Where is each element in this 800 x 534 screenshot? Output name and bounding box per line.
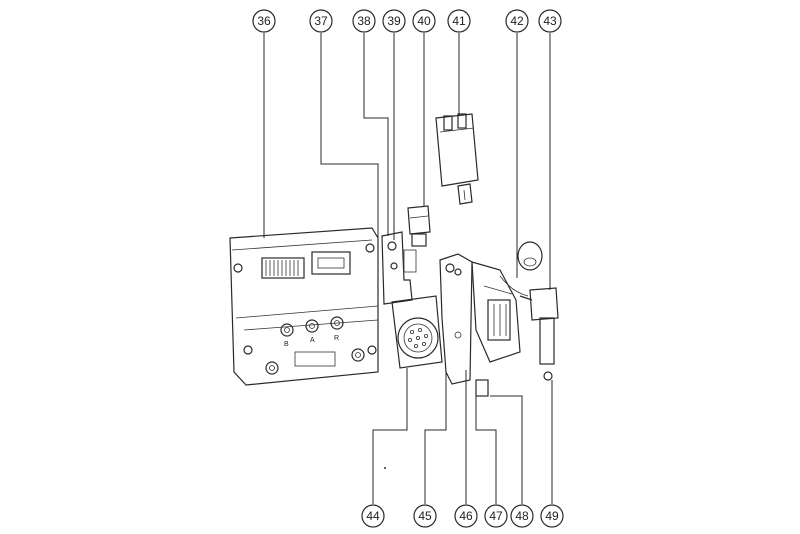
- part-41-contactor: [435, 113, 479, 205]
- svg-text:41: 41: [452, 14, 466, 28]
- part-42-knob: [517, 241, 543, 271]
- callout-44: 44: [361, 504, 385, 528]
- svg-text:36: 36: [257, 14, 271, 28]
- svg-text:43: 43: [543, 14, 557, 28]
- callout-48: 48: [510, 504, 534, 528]
- terminal-label-r: R: [334, 335, 339, 342]
- part-44-round-connector: [391, 295, 443, 369]
- callout-39: 39: [382, 9, 406, 33]
- part-40-relay: [407, 205, 431, 247]
- callout-42: 42: [505, 9, 529, 33]
- svg-text:39: 39: [387, 14, 401, 28]
- part-39-mounting-bracket: [381, 231, 417, 305]
- callout-38: 38: [352, 9, 376, 33]
- callout-47: 47: [484, 504, 508, 528]
- svg-text:37: 37: [314, 14, 328, 28]
- callout-36: 36: [252, 9, 276, 33]
- svg-text:44: 44: [366, 509, 380, 523]
- part-36-motor-controller: B A R: [229, 227, 379, 386]
- svg-text:48: 48: [515, 509, 529, 523]
- terminal-label-a: A: [310, 337, 315, 344]
- part-47-switch-assembly: [471, 261, 521, 397]
- callout-43: 43: [538, 9, 562, 33]
- svg-text:46: 46: [459, 509, 473, 523]
- callout-46: 46: [454, 504, 478, 528]
- svg-text:42: 42: [510, 14, 524, 28]
- callout-41: 41: [447, 9, 471, 33]
- callout-40: 40: [412, 9, 436, 33]
- svg-text:40: 40: [417, 14, 431, 28]
- terminal-label-b: B: [284, 341, 289, 348]
- part-43-actuator: [499, 275, 559, 381]
- svg-text:49: 49: [545, 509, 559, 523]
- svg-text:47: 47: [489, 509, 503, 523]
- callout-49: 49: [540, 504, 564, 528]
- svg-text:45: 45: [418, 509, 432, 523]
- leader-lines: [263, 33, 553, 504]
- connector-pins: [265, 260, 299, 276]
- callout-37: 37: [309, 9, 333, 33]
- part-45-side-plate: [439, 253, 473, 385]
- svg-text:38: 38: [357, 14, 371, 28]
- callout-45: 45: [413, 504, 437, 528]
